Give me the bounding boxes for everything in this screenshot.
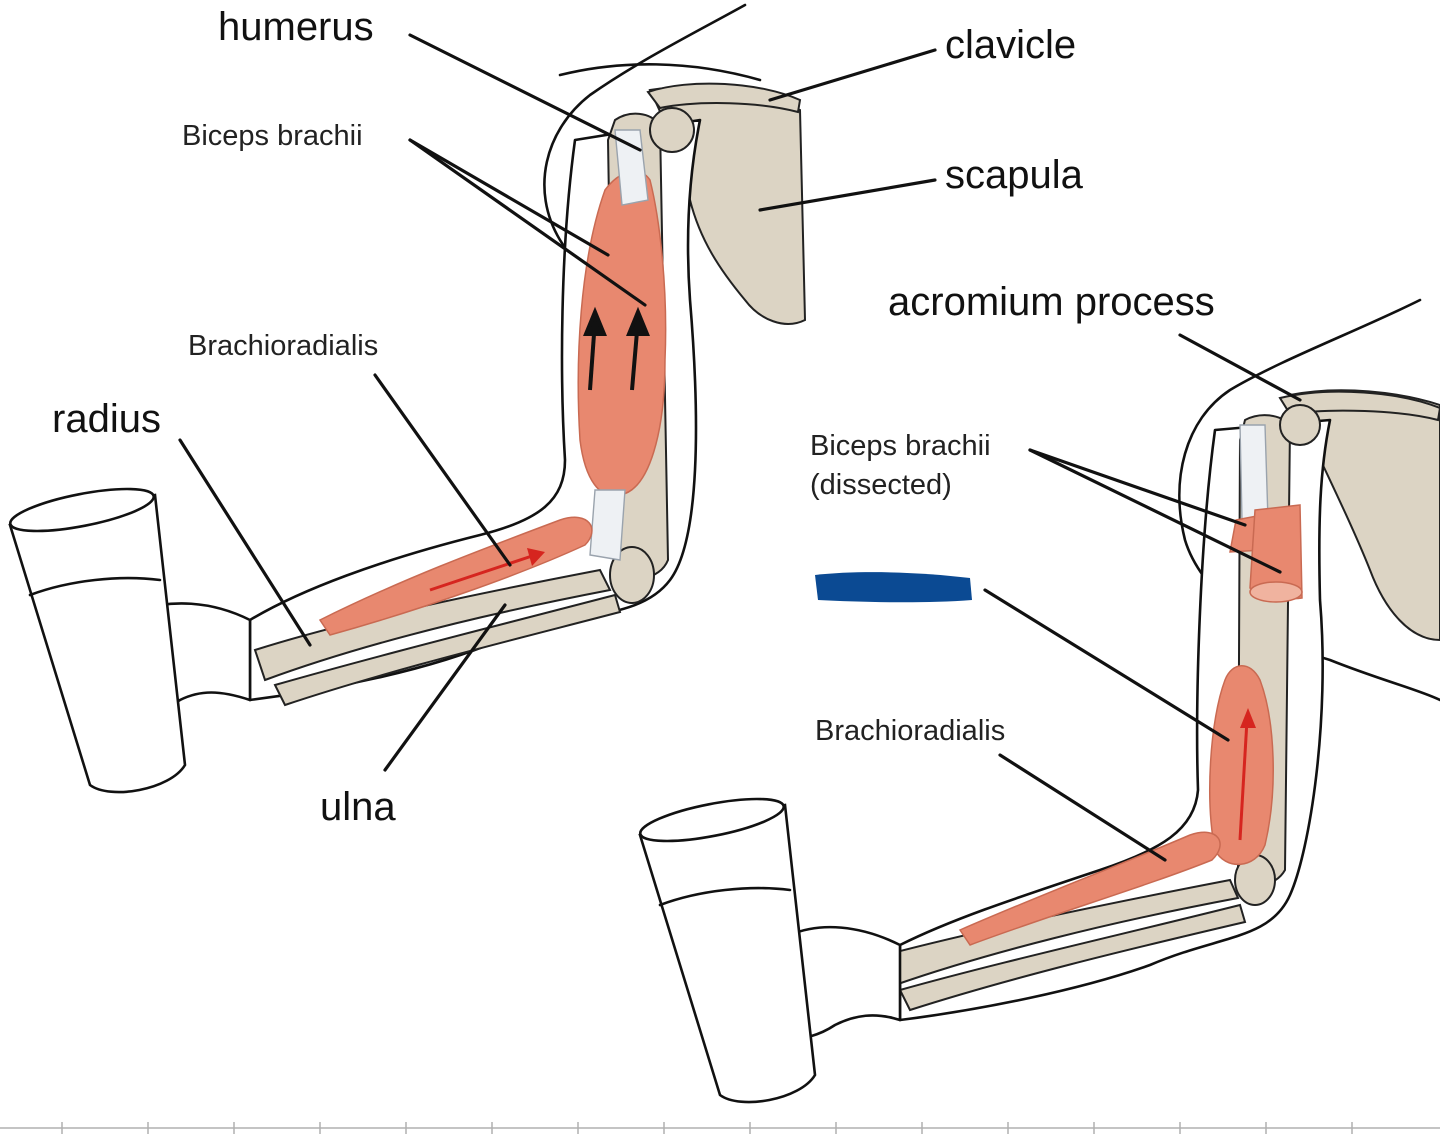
left-biceps-arrows xyxy=(583,306,650,391)
left-humerus-head xyxy=(649,107,695,153)
left-brachioradialis-muscle xyxy=(318,516,593,636)
label-brachioradialis-right: Brachioradialis xyxy=(815,715,1005,747)
redaction-mark xyxy=(815,572,972,603)
leader-radius xyxy=(178,438,312,647)
leader-biceps-dissected-b xyxy=(1028,448,1282,574)
right-torso-outline xyxy=(1178,298,1440,702)
leader-brachioradialis-right xyxy=(998,753,1167,862)
left-arm-figure: humerus clavicle Biceps brachii scapula … xyxy=(8,3,1084,829)
right-glass-rim xyxy=(638,797,786,843)
leader-biceps-a xyxy=(408,138,610,257)
left-brachioradialis-arrow xyxy=(429,548,545,592)
left-glass-rim xyxy=(8,487,156,533)
left-elbow-joint xyxy=(609,546,655,604)
left-clavicle xyxy=(646,82,802,114)
label-biceps-brachii-right: Biceps brachii xyxy=(810,430,991,462)
label-brachioradialis-left: Brachioradialis xyxy=(188,330,378,362)
label-humerus: humerus xyxy=(218,5,374,49)
right-biceps-cut-surface xyxy=(1249,581,1303,603)
right-glass xyxy=(638,803,817,1104)
leader-biceps-b xyxy=(408,138,647,307)
left-biceps-muscle xyxy=(577,170,667,497)
right-clavicle xyxy=(1278,390,1440,422)
left-ulna-bone xyxy=(273,593,622,707)
leader-redacted xyxy=(983,588,1230,742)
right-lower-arm-muscle xyxy=(1209,665,1274,866)
right-biceps-tendon xyxy=(1239,424,1269,521)
left-back-outline xyxy=(558,63,762,82)
leader-biceps-dissected-a xyxy=(1028,448,1247,527)
bottom-ruler xyxy=(0,1122,1440,1134)
leader-acromium xyxy=(1178,333,1302,402)
right-ulna-bone xyxy=(898,903,1247,1012)
right-scapula xyxy=(1288,389,1440,642)
left-glass-water xyxy=(28,576,162,597)
label-acromium-process: acromium process xyxy=(888,280,1215,324)
right-glass-water xyxy=(658,886,792,907)
right-humerus-head xyxy=(1279,404,1321,446)
leader-clavicle xyxy=(768,48,937,102)
label-ulna: ulna xyxy=(320,785,396,829)
label-biceps-brachii-left: Biceps brachii xyxy=(182,120,363,152)
left-glass xyxy=(8,493,187,794)
leader-humerus xyxy=(408,33,642,152)
label-dissected: (dissected) xyxy=(810,469,952,501)
leader-ulna xyxy=(383,603,507,772)
label-radius: radius xyxy=(52,397,161,441)
right-brachioradialis-muscle xyxy=(958,831,1221,946)
right-upper-arm-outline xyxy=(898,418,1332,1022)
right-arm-figure: acromium process Biceps brachii (dissect… xyxy=(638,280,1440,1104)
leader-brachioradialis xyxy=(373,373,512,567)
left-biceps-tendon-lower xyxy=(589,489,626,561)
right-muscle-arrow xyxy=(1238,708,1256,841)
label-clavicle: clavicle xyxy=(945,23,1076,67)
label-scapula: scapula xyxy=(945,153,1084,197)
leader-scapula xyxy=(758,178,937,212)
